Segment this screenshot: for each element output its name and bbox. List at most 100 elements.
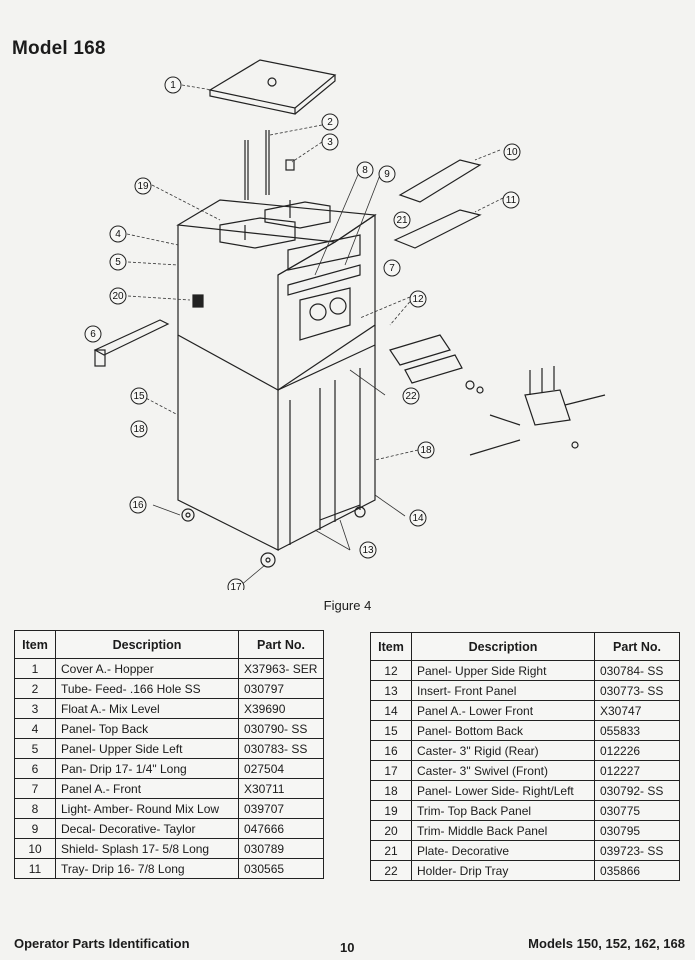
description-cell: Panel- Top Back: [55, 718, 239, 739]
callout-15: [130, 387, 148, 405]
part-no-cell: X30711: [238, 778, 324, 799]
part-no-cell: 012226: [594, 740, 680, 761]
part-no-cell: 055833: [594, 720, 680, 741]
callout-2-label: 2: [327, 117, 333, 128]
part-no-cell: 030790- SS: [238, 718, 324, 739]
item-cell: 1: [14, 658, 56, 679]
description-cell: Panel- Upper Side Right: [411, 660, 595, 681]
callout-22-label: 22: [405, 391, 417, 402]
part-no-cell: 012227: [594, 760, 680, 781]
callout-3-label: 3: [327, 137, 333, 148]
part-no-cell: 047666: [238, 818, 324, 839]
description-cell: Caster- 3" Rigid (Rear): [411, 740, 595, 761]
callout-18a-label: 18: [133, 424, 145, 435]
part-no-cell: 039723- SS: [594, 840, 680, 861]
header-part-no: Part No.: [238, 630, 324, 659]
part-no-cell: 030773- SS: [594, 680, 680, 701]
item-cell: 2: [14, 678, 56, 699]
description-cell: Pan- Drip 17- 1/4" Long: [55, 758, 239, 779]
callout-6: [84, 325, 102, 343]
callout-10: [503, 143, 521, 161]
footer-section-title: Operator Parts Identification: [14, 936, 190, 951]
part-no-cell: 027504: [238, 758, 324, 779]
item-cell: 18: [370, 780, 412, 801]
callout-2: [321, 113, 339, 131]
callout-12-label: 12: [412, 294, 424, 305]
callout-18b: [417, 441, 435, 459]
description-cell: Tube- Feed- .166 Hole SS: [55, 678, 239, 699]
callout-9: [378, 165, 396, 183]
item-cell: 17: [370, 760, 412, 781]
item-cell: 9: [14, 818, 56, 839]
figure-caption: Figure 4: [323, 598, 372, 613]
callout-3: [321, 133, 339, 151]
item-cell: 19: [370, 800, 412, 821]
description-cell: Decal- Decorative- Taylor: [55, 818, 239, 839]
part-no-cell: X39690: [238, 698, 324, 719]
item-cell: 22: [370, 860, 412, 881]
item-cell: 8: [14, 798, 56, 819]
item-cell: 13: [370, 680, 412, 701]
item-cell: 4: [14, 718, 56, 739]
description-cell: Float A.- Mix Level: [55, 698, 239, 719]
callout-1-label: 1: [170, 80, 176, 91]
item-cell: 3: [14, 698, 56, 719]
header-item: Item: [370, 632, 412, 661]
description-cell: Plate- Decorative: [411, 840, 595, 861]
callout-6-label: 6: [90, 329, 96, 340]
item-cell: 6: [14, 758, 56, 779]
description-cell: Panel- Upper Side Left: [55, 738, 239, 759]
item-cell: 16: [370, 740, 412, 761]
callout-9-label: 9: [384, 169, 390, 180]
description-cell: Cover A.- Hopper: [55, 658, 239, 679]
callout-1: [164, 76, 182, 94]
item-cell: 7: [14, 778, 56, 799]
description-cell: Panel- Lower Side- Right/Left: [411, 780, 595, 801]
callout-15-label: 15: [133, 391, 145, 402]
callout-20: [109, 287, 127, 305]
callout-13: [359, 541, 377, 559]
part-no-cell: 030775: [594, 800, 680, 821]
description-cell: Panel A.- Front: [55, 778, 239, 799]
part-no-cell: 030783- SS: [238, 738, 324, 759]
part-no-cell: 039707: [238, 798, 324, 819]
table-header-row: Item Description Part No.: [370, 632, 680, 661]
callout-20-label: 20: [112, 291, 124, 302]
callout-21-label: 21: [396, 215, 408, 226]
callout-14-label: 14: [412, 513, 424, 524]
callout-5-label: 5: [115, 257, 121, 268]
upper-cabinet-top: [176, 199, 377, 243]
exploded-parts-diagram: 1 2 3 4 5 6 7 8 9 10 11 12 13 14 15 16 1…: [60, 50, 660, 596]
callout-8: [356, 161, 374, 179]
description-cell: Trim- Top Back Panel: [411, 800, 595, 821]
item-cell: 14: [370, 700, 412, 721]
callout-21: [393, 211, 411, 229]
hopper-cover-shape: [208, 59, 337, 109]
callout-17-label: 17: [230, 582, 242, 590]
item-cell: 5: [14, 738, 56, 759]
callout-14: [409, 509, 427, 527]
callout-19: [134, 177, 152, 195]
description-cell: Shield- Splash 17- 5/8 Long: [55, 838, 239, 859]
item-cell: 12: [370, 660, 412, 681]
page-title: Model 168: [12, 38, 106, 59]
description-cell: Trim- Middle Back Panel: [411, 820, 595, 841]
